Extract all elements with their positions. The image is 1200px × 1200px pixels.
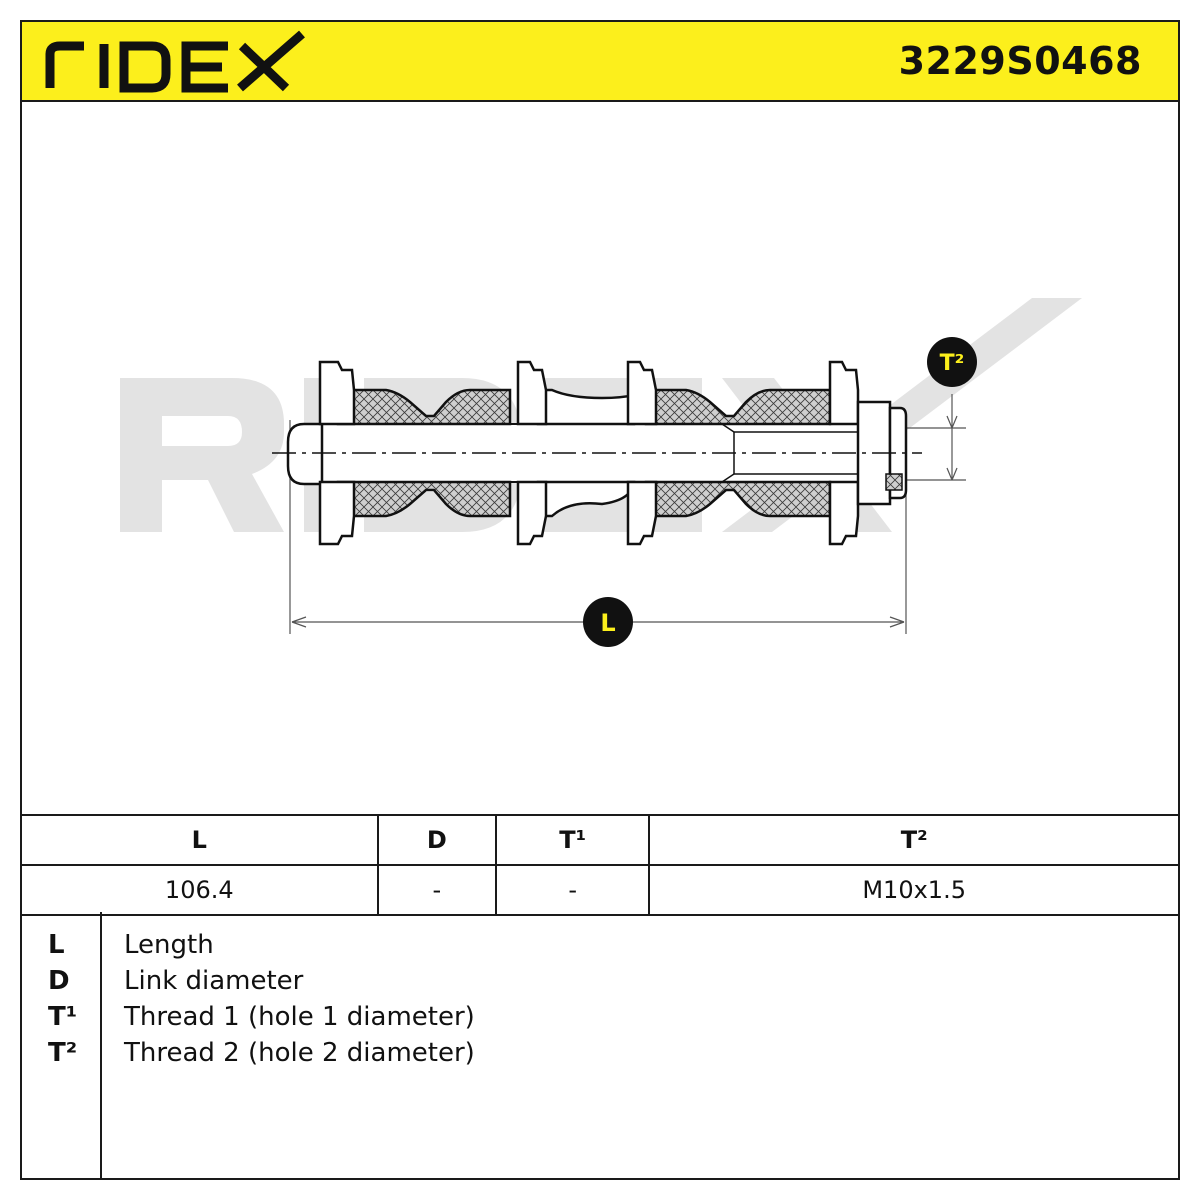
legend: L Length D Link diameter T¹ Thread 1 (ho…: [22, 912, 1178, 1178]
legend-item: T² Thread 2 (hole 2 diameter): [22, 1038, 1178, 1074]
legend-description: Link diameter: [124, 966, 304, 996]
header-bar: 3229S0468: [22, 22, 1178, 102]
svg-text:T²: T²: [940, 351, 965, 376]
spec-header-t1: T¹: [495, 814, 651, 866]
legend-key: D: [48, 966, 70, 996]
thread2-label: T²: [927, 337, 977, 387]
spec-value-t1: -: [495, 864, 651, 916]
spec-value-row: 106.4 - - M10x1.5: [22, 864, 1178, 916]
spec-value-t2: M10x1.5: [648, 864, 1178, 916]
legend-divider: [100, 912, 102, 1178]
spec-value-d: -: [376, 864, 498, 916]
brand-logo: [45, 30, 305, 93]
length-label: L: [583, 597, 633, 647]
spec-header-t2: T²: [648, 814, 1178, 866]
thread2-dimension: [888, 394, 966, 481]
spec-value-l: 106.4: [22, 864, 379, 916]
legend-description: Thread 1 (hole 1 diameter): [124, 1002, 475, 1032]
part-number: 3229S0468: [898, 39, 1142, 83]
svg-text:L: L: [600, 609, 615, 637]
spec-header-l: L: [22, 814, 379, 866]
product-sheet: 3229S0468: [20, 20, 1180, 1180]
technical-drawing: L T²: [120, 298, 1082, 647]
legend-item: D Link diameter: [22, 966, 1178, 1002]
specification-table: L D T¹ T² 106.4 - - M10x1.5: [22, 814, 1178, 916]
legend-key: T¹: [48, 1002, 78, 1032]
washers: [318, 360, 860, 546]
bolt-head: [286, 422, 324, 486]
legend-key: T²: [48, 1038, 78, 1068]
legend-description: Length: [124, 930, 214, 960]
legend-description: Thread 2 (hole 2 diameter): [124, 1038, 475, 1068]
spec-header-d: D: [376, 814, 498, 866]
legend-item: L Length: [22, 930, 1178, 966]
legend-item: T¹ Thread 1 (hole 1 diameter): [22, 1002, 1178, 1038]
spec-header-row: L D T¹ T²: [22, 814, 1178, 866]
rubber-bushings: [336, 388, 832, 518]
legend-key: L: [48, 930, 65, 960]
